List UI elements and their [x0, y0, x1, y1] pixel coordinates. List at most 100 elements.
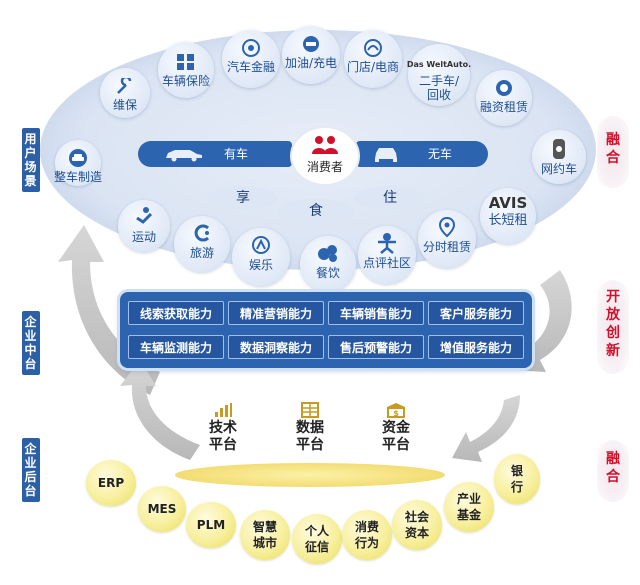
capability-vehicle-monitoring[interactable]: 车辆监测能力 — [128, 335, 224, 359]
scene-item-used-car[interactable]: Das WeltAuto. 二手车/ 回收 — [406, 58, 472, 102]
scene-label: 网约车 — [540, 162, 577, 176]
platform-label: 数据 平台 — [296, 420, 324, 453]
scene-item-travel[interactable]: 旅游 — [170, 222, 234, 260]
backend-label: 产业 基金 — [456, 492, 481, 522]
with-car-pill: 有车 — [138, 141, 292, 167]
capability-lead-acquisition[interactable]: 线索获取能力 — [128, 301, 224, 325]
scene-item-fuel[interactable]: 加油/充电 — [278, 34, 344, 70]
car-badge-icon — [69, 149, 87, 167]
consumer-text: 消费者 — [306, 160, 343, 174]
logo-text: Das WeltAuto. — [406, 60, 472, 69]
grid-icon — [301, 402, 319, 418]
scene-item-entertainment[interactable]: 娱乐 — [228, 234, 294, 272]
backend-social-capital[interactable]: 社会 资本 — [392, 500, 442, 550]
svg-text:$: $ — [393, 409, 399, 418]
fusion-bottom-label: 融合 — [597, 440, 629, 502]
scene-label: 融资租赁 — [479, 100, 528, 114]
scene-bubble-maintenance — [100, 68, 150, 118]
scene-label: 运动 — [131, 230, 156, 244]
bar-chart-icon — [215, 403, 232, 417]
backend-label: 社会 资本 — [404, 510, 429, 540]
enterprise-backend-label: 企业后台 — [22, 438, 40, 502]
backend-label: 个人 征信 — [304, 524, 329, 554]
finance-icon — [242, 39, 260, 57]
backend-smart-city[interactable]: 智慧 城市 — [240, 510, 290, 560]
platform-data[interactable]: 数据 平台 — [285, 402, 335, 454]
left-up-arrow-bottom — [120, 360, 200, 460]
capability-value-added-service[interactable]: 增值服务能力 — [428, 335, 524, 359]
enterprise-middle-text: 企业中台 — [24, 315, 38, 371]
wrench-icon — [117, 78, 132, 94]
fuel-icon — [303, 36, 319, 52]
enterprise-backend-text: 企业后台 — [24, 442, 38, 498]
scene-label: 长短租 — [488, 213, 528, 228]
timeshare-icon — [438, 216, 456, 238]
scene-label: 餐饮 — [315, 266, 340, 280]
backend-industry-fund[interactable]: 产业 基金 — [444, 482, 494, 532]
scene-item-dining[interactable]: 餐饮 — [296, 242, 360, 280]
insurance-icon — [177, 54, 194, 70]
logo-text: AVIS — [488, 194, 528, 212]
platform-technology[interactable]: 技术 平台 — [198, 402, 248, 454]
avis-logo: AVIS — [476, 194, 540, 212]
scene-label: 娱乐 — [248, 258, 273, 272]
store-icon — [364, 39, 382, 57]
scene-item-timeshare[interactable]: 分时租赁 — [414, 216, 480, 254]
scene-label: 车辆保险 — [161, 74, 210, 88]
scene-item-insurance[interactable]: 车辆保险 — [155, 52, 217, 88]
scene-item-maintenance[interactable]: 维保 — [100, 78, 150, 112]
capability-after-sales-warning[interactable]: 售后预警能力 — [328, 335, 424, 359]
scene-label: 加油/充电 — [284, 56, 338, 70]
enjoy-text: 享 — [236, 190, 250, 206]
backend-consumer-behavior[interactable]: 消费 行为 — [342, 510, 392, 560]
scene-bubble-dining — [300, 236, 356, 292]
scene-item-leasing[interactable]: 融资租赁 — [472, 78, 536, 114]
scene-item-sport[interactable]: 运动 — [116, 206, 172, 244]
scene-bubble-rental — [480, 188, 536, 244]
scene-item-ride-hailing[interactable]: 网约车 — [530, 138, 588, 176]
scene-item-store[interactable]: 门店/电商 — [340, 38, 406, 74]
without-car-pill: 无车 — [356, 141, 488, 167]
backend-personal-credit[interactable]: 个人 征信 — [292, 514, 342, 564]
backend-plm[interactable]: PLM — [186, 502, 236, 548]
scene-label: 整车制造 — [53, 170, 102, 184]
scene-label: 二手车/ 回收 — [418, 74, 460, 102]
scene-bubble-leasing — [476, 70, 532, 126]
backend-ellipse — [175, 463, 445, 487]
without-car-text: 无车 — [428, 147, 453, 161]
open-innovation-text: 开放创新 — [606, 289, 620, 359]
capability-precision-marketing[interactable]: 精准营销能力 — [228, 301, 324, 325]
car-front-icon — [375, 148, 397, 162]
consumer-node: 消费者 — [290, 126, 360, 186]
ride-hailing-icon — [553, 139, 565, 159]
car-icon — [166, 150, 202, 162]
review-icon — [378, 233, 396, 254]
capability-customer-service[interactable]: 客户服务能力 — [428, 301, 524, 325]
scene-item-review[interactable]: 点评社区 — [354, 232, 420, 270]
capability-vehicle-sales[interactable]: 车辆销售能力 — [328, 301, 424, 325]
backend-bank[interactable]: 银行 — [494, 454, 540, 504]
backend-erp[interactable]: ERP — [86, 460, 136, 506]
capability-data-insight[interactable]: 数据洞察能力 — [228, 335, 324, 359]
backend-label: PLM — [196, 518, 226, 532]
backend-mes[interactable]: MES — [138, 486, 186, 532]
live-node: 住 — [354, 186, 426, 210]
scene-item-vehicle-manufacturing[interactable]: 整车制造 — [52, 148, 104, 184]
entertainment-icon — [252, 236, 270, 254]
live-text: 住 — [383, 190, 397, 206]
scene-item-auto-finance[interactable]: 汽车金融 — [216, 38, 286, 74]
scene-bubble-fuel — [282, 26, 340, 84]
money-icon: $ — [387, 403, 405, 418]
platform-capital[interactable]: $ 资金 平台 — [371, 402, 421, 454]
scene-item-rental[interactable]: AVIS 长短租 — [476, 196, 540, 228]
scene-label: 门店/电商 — [346, 60, 400, 74]
right-down-arrow-bottom — [452, 395, 520, 462]
scene-bubble-timeshare — [418, 210, 476, 268]
platform-label: 技术 平台 — [209, 420, 237, 453]
scene-label: 汽车金融 — [226, 60, 275, 74]
platform-label: 资金 平台 — [382, 420, 410, 453]
backend-label: 智慧 城市 — [252, 520, 277, 550]
travel-icon — [194, 224, 210, 242]
fusion-top-label: 融合 — [597, 116, 629, 188]
open-innovation-label: 开放创新 — [597, 280, 629, 374]
